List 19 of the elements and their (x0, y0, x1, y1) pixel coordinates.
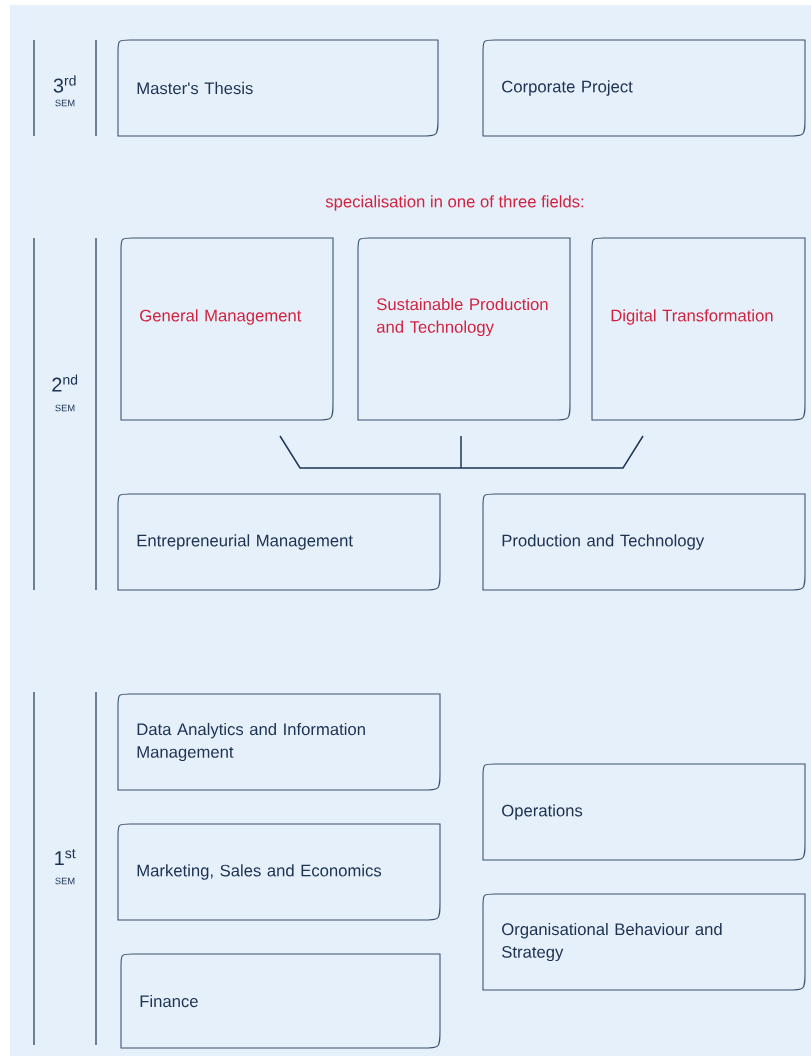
course-box: Corporate Project (482, 39, 806, 137)
semester-label: SEM (55, 877, 75, 885)
course-box: Data Analytics and Information Management (117, 693, 441, 791)
course-box: Marketing, Sales and Economics (117, 823, 441, 921)
course-box: Entrepreneurial Management (117, 493, 441, 591)
semester-number: 2$^{nd}$ (52, 374, 78, 392)
course-box: Organisational Behaviour and Strategy (482, 893, 806, 991)
semester-number: 1$^{st}$ (55, 849, 76, 865)
course-box: General Management (120, 237, 334, 421)
course-box: Master's Thesis (117, 39, 439, 137)
semester-label: SEM (55, 99, 75, 107)
section-note: specialisation in one of three fields: (325, 195, 584, 211)
course-box: Production and Technology (482, 493, 806, 591)
course-box: Sustainable Production and Technology (357, 237, 571, 421)
course-box: Finance (120, 953, 441, 1049)
semester-label: SEM (55, 404, 75, 412)
semester-number: 3$^{rd}$ (53, 75, 76, 93)
course-box: Digital Transformation (591, 237, 806, 421)
course-box: Operations (482, 763, 806, 861)
